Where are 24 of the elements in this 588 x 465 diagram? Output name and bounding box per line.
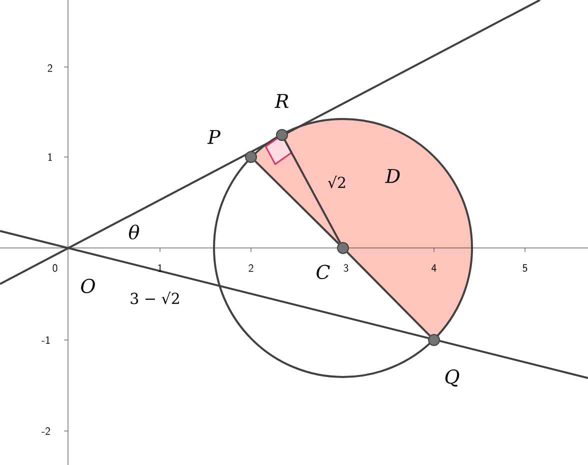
tick-label: 2 — [248, 264, 254, 272]
point — [245, 151, 257, 163]
point-label: C — [316, 264, 330, 280]
point-label: Q — [445, 369, 460, 387]
length-label: √2 — [328, 176, 346, 188]
tick-label: 2 — [48, 64, 52, 72]
tick-label: 1 — [158, 264, 162, 272]
angle-label: θ — [128, 224, 140, 240]
region-label: D — [385, 169, 400, 183]
tick-label: -2 — [42, 427, 50, 435]
length-label: 3 − √2 — [130, 292, 179, 304]
tick-label: 4 — [432, 264, 436, 272]
point-label: R — [274, 94, 288, 108]
point — [276, 129, 288, 141]
segment — [284, 140, 342, 244]
segment — [254, 160, 340, 244]
tick-label: -1 — [42, 336, 50, 344]
origin-label: O — [81, 278, 95, 294]
tick-label: 0 — [52, 264, 58, 272]
tick-label: 1 — [48, 153, 52, 161]
point-label: P — [207, 130, 220, 144]
tick-label: 5 — [522, 264, 528, 272]
tick-label: 3 — [344, 264, 348, 272]
segment — [346, 252, 430, 336]
